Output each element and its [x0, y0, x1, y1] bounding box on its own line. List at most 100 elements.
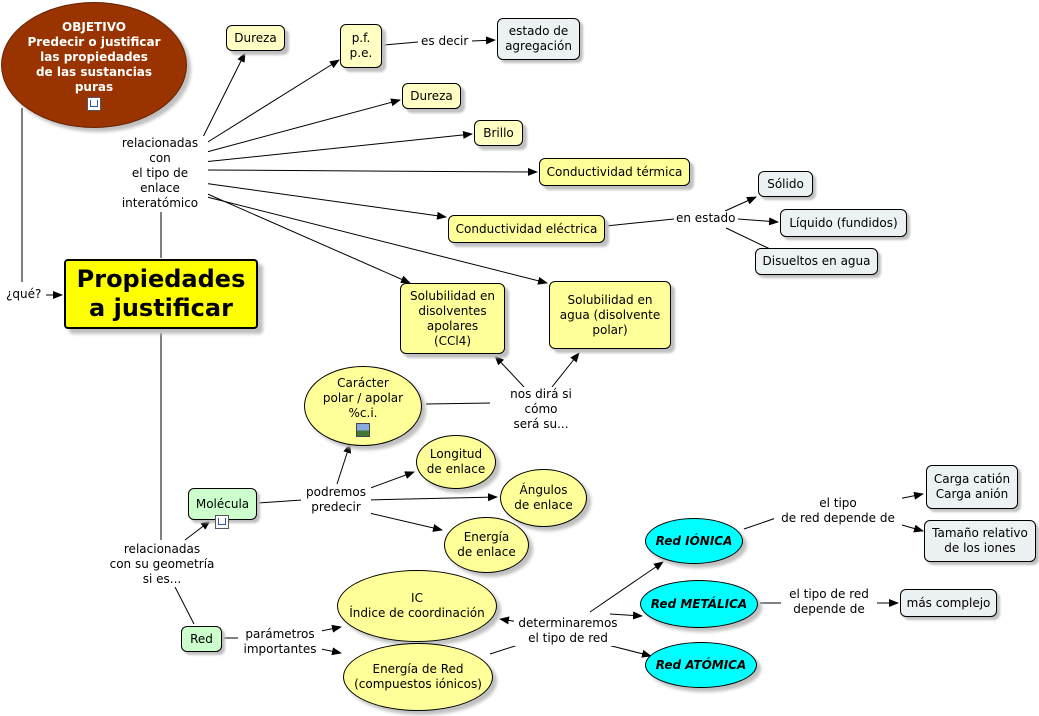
link-label-line: será su...	[513, 417, 569, 431]
arrow-longitud	[364, 471, 415, 491]
link-label-enlace: relacionadas con el tipo de enlace inter…	[112, 136, 208, 211]
link-label-line: el tipo de red	[789, 587, 869, 601]
concept-conductividad-termica[interactable]: Conductividad térmica	[539, 158, 690, 186]
concept-dureza-2[interactable]: Dureza	[402, 83, 461, 109]
arrow-angulos	[366, 493, 498, 502]
link-label-ionica: el tipo de red depende de	[774, 496, 902, 526]
arrow-dureza2	[202, 98, 401, 154]
concept-dureza-1[interactable]: Dureza	[226, 25, 285, 51]
line-electrica-enestado	[605, 218, 675, 227]
link-label-line: relacionadas	[123, 542, 201, 556]
concept-caracter-polar[interactable]: Carácter polar / apolar %c.i.	[304, 366, 422, 446]
concept-label: Carga anión	[935, 487, 1009, 501]
concept-brillo[interactable]: Brillo	[474, 120, 523, 146]
arrow-sol-agua2	[551, 352, 580, 388]
link-label-line: nos dirá si cómo	[510, 387, 572, 416]
concept-label: Red	[190, 631, 213, 646]
concept-label: Dureza	[234, 30, 277, 45]
concept-label: IC	[411, 591, 423, 605]
concept-label: estado de	[508, 24, 569, 38]
line-red	[174, 586, 195, 625]
arrow-sol-apolar2	[494, 355, 525, 388]
main-title-line: a justificar	[89, 294, 233, 322]
line-disueltos	[725, 227, 771, 250]
concept-pf-pe[interactable]: p.f. p.e.	[340, 24, 382, 68]
concept-mas-complejo[interactable]: más complejo	[900, 589, 997, 617]
concept-label: de enlace	[457, 545, 516, 559]
concept-label: polar / apolar	[322, 390, 404, 405]
concept-label: p.e.	[349, 46, 373, 60]
concept-label: Dureza	[410, 88, 453, 103]
concept-indice-coordinacion[interactable]: IC Índice de coordinación	[337, 570, 497, 642]
concept-red-atomica[interactable]: Red ATÓMICA	[645, 642, 757, 688]
concept-label: polar)	[592, 322, 628, 337]
image-icon[interactable]	[356, 422, 370, 437]
link-label-line: podremos	[306, 485, 366, 499]
concept-red-ionica[interactable]: Red IÓNICA	[645, 518, 743, 564]
concept-label: Energía	[463, 530, 510, 544]
concept-carga[interactable]: Carga catión Carga anión	[926, 465, 1018, 509]
concept-map-icon[interactable]	[215, 515, 229, 529]
line-pfpe-esdecir	[383, 41, 419, 46]
link-label-es-decir: es decir	[419, 34, 471, 49]
concept-label: de enlace	[514, 498, 573, 512]
concept-solubilidad-apolar[interactable]: Solubilidad en disolventes apolares (CCl…	[400, 283, 505, 354]
concept-energia-enlace[interactable]: Energía de enlace	[444, 517, 529, 573]
arrow-pfpe	[202, 59, 340, 146]
arrow-dureza1	[202, 52, 246, 138]
line-caracter-nosdira	[425, 402, 493, 405]
arrow-termica	[202, 167, 538, 176]
objective-line: puras	[74, 79, 114, 94]
link-label-line: parámetros	[245, 627, 315, 641]
link-label-line: determinaremos	[518, 616, 618, 630]
concept-label: Conductividad térmica	[546, 164, 683, 179]
concept-angulos-enlace[interactable]: Ángulos de enlace	[500, 469, 587, 527]
arrow-energia-enlace	[364, 511, 443, 532]
concept-label: agua (disolvente	[559, 307, 661, 322]
concept-label: Índice de coordinación	[349, 606, 485, 620]
concept-solido[interactable]: Sólido	[758, 171, 813, 197]
link-label-line: relacionadas	[121, 136, 199, 150]
concept-estado-agregacion[interactable]: estado de agregación	[497, 18, 580, 60]
link-label-line: depende de	[793, 602, 865, 616]
concept-label: Longitud	[429, 447, 483, 461]
concept-label: %c.i.	[348, 405, 378, 420]
concept-red-metalica[interactable]: Red METÁLICA	[640, 580, 758, 628]
line-ionica-eltipo	[743, 517, 777, 530]
concept-label: Energía de Red	[372, 662, 464, 676]
concept-label: (compuestos iónicos)	[354, 677, 482, 691]
concept-conductividad-electrica[interactable]: Conductividad eléctrica	[448, 215, 605, 243]
line-sol-apolar	[202, 191, 411, 284]
concept-label: p.f.	[351, 31, 371, 45]
concept-solubilidad-agua[interactable]: Solubilidad en agua (disolvente polar)	[549, 281, 671, 349]
concept-energia-red[interactable]: Energía de Red (compuestos iónicos)	[343, 643, 493, 711]
concept-label: Carga catión	[933, 472, 1011, 486]
arrow-liquido	[737, 217, 779, 226]
arrow-estado	[471, 36, 496, 45]
objective-node[interactable]: OBJETIVO Predecir o justificar las propi…	[1, 2, 187, 128]
concept-liquido[interactable]: Líquido (fundidos)	[780, 209, 907, 237]
concept-map-icon[interactable]	[87, 96, 101, 111]
concept-label: Sólido	[767, 176, 804, 191]
link-label-line: importantes	[243, 642, 317, 656]
concept-longitud-enlace[interactable]: Longitud de enlace	[416, 435, 496, 489]
link-label-line: si es...	[142, 572, 182, 586]
objective-line: de las sustancias	[35, 64, 153, 79]
arrow-metalica	[609, 611, 643, 620]
main-concept-node[interactable]: Propiedades a justificar	[64, 259, 258, 329]
concept-label: agregación	[505, 39, 572, 53]
concept-red[interactable]: Red	[181, 626, 222, 652]
link-label-podremos: podremos predecir	[301, 485, 371, 515]
concept-label: Molécula	[195, 496, 250, 511]
concept-label: de enlace	[426, 462, 486, 476]
link-label-en-estado: en estado	[674, 211, 738, 226]
concept-label: Conductividad eléctrica	[455, 221, 598, 236]
concept-disueltos[interactable]: Disueltos en agua	[755, 248, 878, 275]
concept-tamano-iones[interactable]: Tamaño relativo de los iones	[924, 520, 1036, 562]
link-label-line: con	[149, 151, 171, 165]
concept-label: apolares	[426, 318, 479, 333]
link-label-determinaremos: determinaremos el tipo de red	[514, 616, 622, 646]
arrow-sol-agua	[202, 195, 548, 285]
concept-label: Carácter	[337, 375, 389, 390]
